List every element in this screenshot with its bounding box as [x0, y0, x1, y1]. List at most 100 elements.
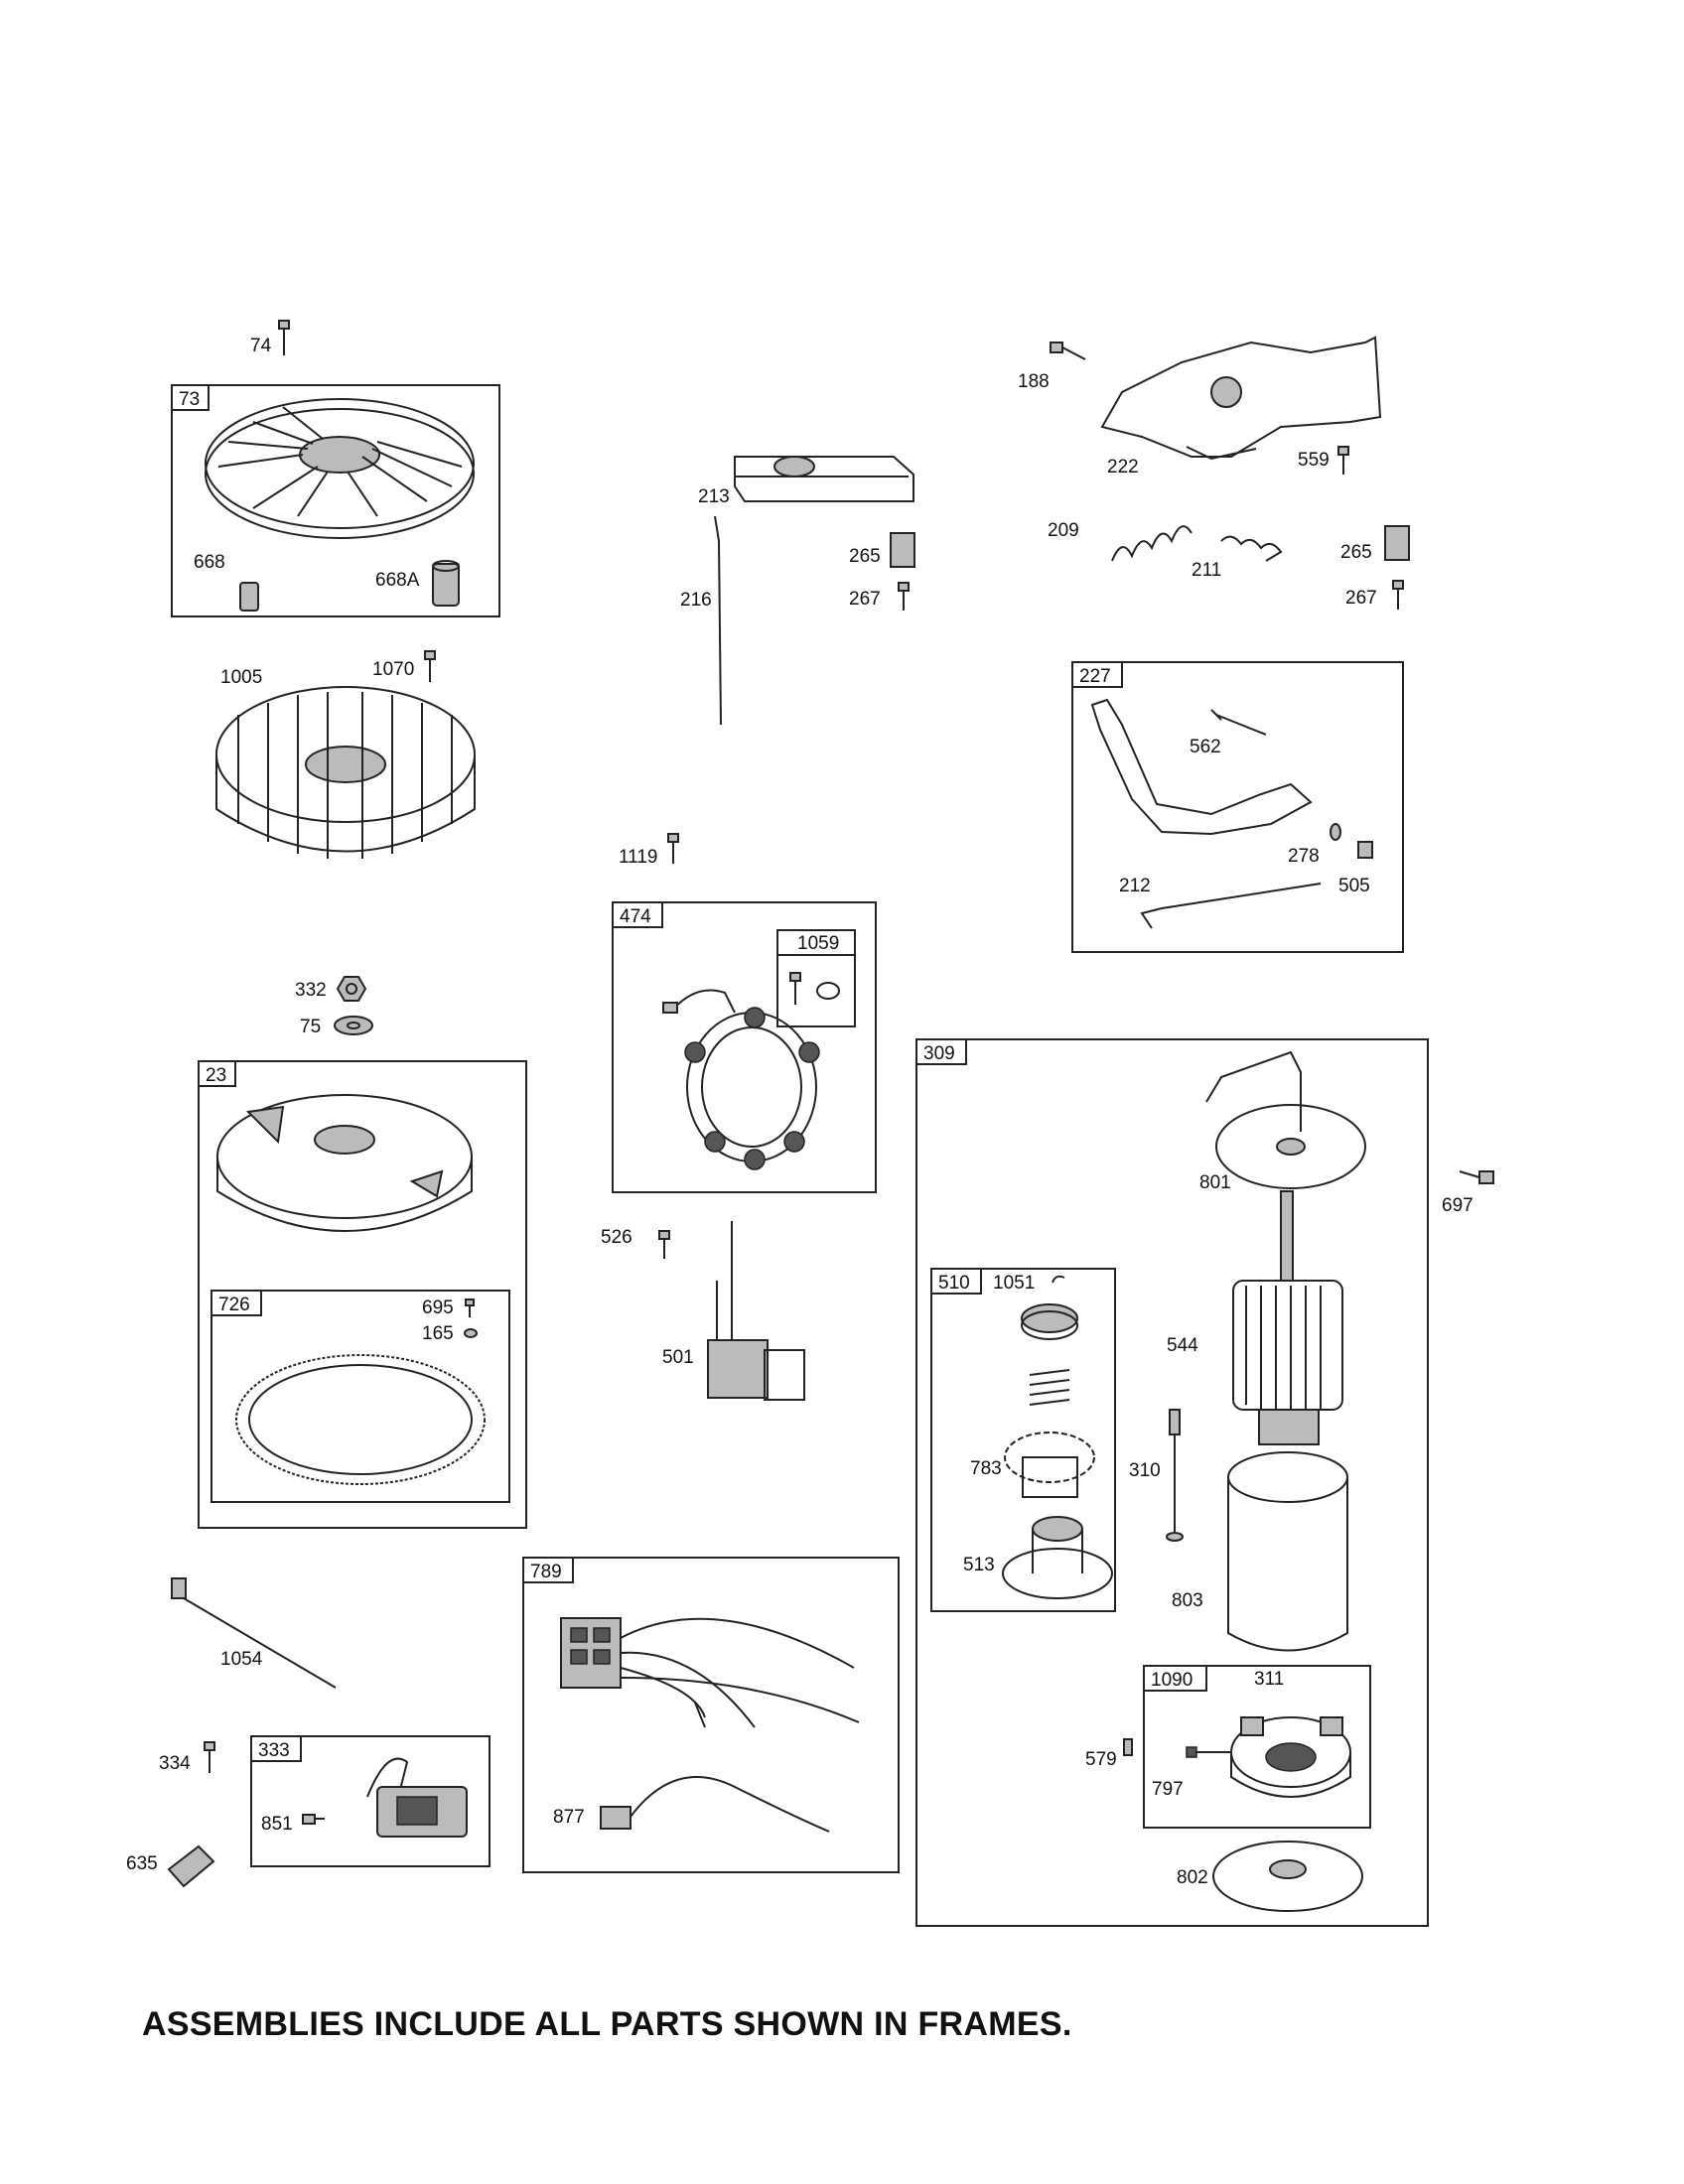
- part-310-bolt: [1166, 1409, 1184, 1542]
- label-311: 311: [1254, 1669, 1284, 1690]
- frame-309-tag: [915, 1038, 967, 1065]
- part-544-armature: [1232, 1190, 1343, 1445]
- part-334-screw: [204, 1741, 215, 1773]
- label-526: 526: [601, 1227, 632, 1248]
- label-1119: 1119: [619, 847, 657, 868]
- part-474-alternator-stator: [662, 989, 820, 1170]
- label-265b: 265: [1340, 542, 1372, 563]
- part-267-screw-a: [898, 582, 910, 611]
- part-165-washer: [464, 1328, 478, 1338]
- part-697-screw: [1459, 1170, 1494, 1184]
- part-265-clip-b: [1384, 525, 1410, 561]
- label-309: 309: [923, 1043, 955, 1064]
- part-668: [239, 582, 259, 612]
- part-510-drive-kit: [1002, 1303, 1113, 1599]
- frame-1090: [1143, 1665, 1371, 1829]
- label-213: 213: [698, 486, 730, 507]
- label-1059: 1059: [797, 933, 839, 954]
- label-877: 877: [553, 1807, 585, 1828]
- part-726-ring-gear: [235, 1354, 486, 1485]
- part-803-housing: [1227, 1451, 1348, 1652]
- part-1070-screw: [424, 650, 436, 682]
- label-695: 695: [422, 1297, 454, 1318]
- part-797-terminal: [1186, 1746, 1231, 1758]
- part-188-screw: [1050, 341, 1086, 360]
- part-851-screw: [302, 1814, 325, 1825]
- label-789: 789: [530, 1562, 562, 1582]
- part-227-lever: [1090, 698, 1313, 836]
- label-333: 333: [258, 1740, 290, 1761]
- label-501: 501: [662, 1347, 694, 1368]
- label-1051: 1051: [993, 1273, 1035, 1294]
- part-278: [1330, 823, 1341, 841]
- label-267a: 267: [849, 589, 881, 610]
- part-213-bracket: [734, 456, 914, 502]
- label-668A: 668A: [375, 570, 420, 591]
- label-211: 211: [1192, 560, 1221, 581]
- part-1119-screw: [667, 833, 679, 864]
- label-165: 165: [422, 1323, 454, 1344]
- label-209: 209: [1048, 520, 1079, 541]
- label-334: 334: [159, 1753, 191, 1774]
- part-332-nut: [336, 976, 367, 1002]
- part-1051-clip: [1052, 1275, 1065, 1284]
- frame-333: [250, 1735, 491, 1867]
- frame-227-tag: [1071, 661, 1123, 688]
- label-332: 332: [295, 980, 327, 1001]
- label-505: 505: [1338, 876, 1370, 896]
- frame-23: [198, 1060, 527, 1529]
- frame-73-tag: [171, 384, 210, 411]
- frame-309: [915, 1038, 1429, 1927]
- frame-23-tag: [198, 1060, 236, 1087]
- label-278: 278: [1288, 846, 1320, 867]
- frame-227: [1071, 661, 1404, 953]
- label-1005: 1005: [220, 667, 262, 688]
- label-510: 510: [938, 1273, 970, 1294]
- label-222: 222: [1107, 457, 1139, 478]
- part-505: [1357, 841, 1373, 859]
- part-526-screw: [658, 1230, 670, 1259]
- label-801: 801: [1199, 1172, 1231, 1193]
- frame-333-tag: [250, 1735, 302, 1762]
- label-227: 227: [1079, 666, 1111, 687]
- part-209-spring: [1111, 525, 1193, 562]
- part-211-spring: [1220, 535, 1283, 562]
- part-501-regulator: [707, 1221, 805, 1401]
- part-1054-cable-tie: [171, 1577, 337, 1689]
- frame-510-tag: [930, 1268, 982, 1295]
- frame-789-tag: [522, 1557, 574, 1583]
- part-579: [1123, 1738, 1133, 1756]
- part-23-flywheel: [216, 1094, 473, 1232]
- label-267b: 267: [1345, 588, 1377, 609]
- label-474: 474: [620, 906, 651, 927]
- part-265-clip-a: [890, 532, 915, 568]
- part-74-screw: [278, 320, 290, 355]
- part-216-rod: [714, 515, 722, 726]
- part-222-control-bracket: [1100, 336, 1382, 461]
- part-695-screw: [465, 1298, 475, 1317]
- label-803: 803: [1172, 1590, 1203, 1611]
- part-802-cap: [1212, 1841, 1363, 1912]
- part-635-boot: [167, 1844, 215, 1888]
- label-1054: 1054: [220, 1649, 263, 1670]
- part-333-ignition-armature: [366, 1757, 468, 1838]
- label-797: 797: [1152, 1779, 1184, 1800]
- label-75: 75: [300, 1017, 321, 1037]
- label-212: 212: [1119, 876, 1151, 896]
- label-851: 851: [261, 1814, 293, 1835]
- part-668A: [432, 560, 460, 607]
- label-668: 668: [194, 552, 225, 573]
- label-23: 23: [206, 1065, 226, 1086]
- label-310: 310: [1129, 1460, 1161, 1481]
- part-73-blower-housing: [205, 398, 475, 539]
- label-697: 697: [1442, 1195, 1474, 1216]
- label-216: 216: [680, 590, 712, 611]
- part-789-wiring-harness: [560, 1617, 860, 1728]
- part-559-screw: [1337, 446, 1349, 475]
- label-726: 726: [218, 1295, 250, 1315]
- frame-726-tag: [210, 1290, 262, 1316]
- part-267-screw-b: [1392, 580, 1404, 610]
- frame-726: [210, 1290, 510, 1503]
- assemblies-note: ASSEMBLIES INCLUDE ALL PARTS SHOWN IN FR…: [142, 2005, 1072, 2043]
